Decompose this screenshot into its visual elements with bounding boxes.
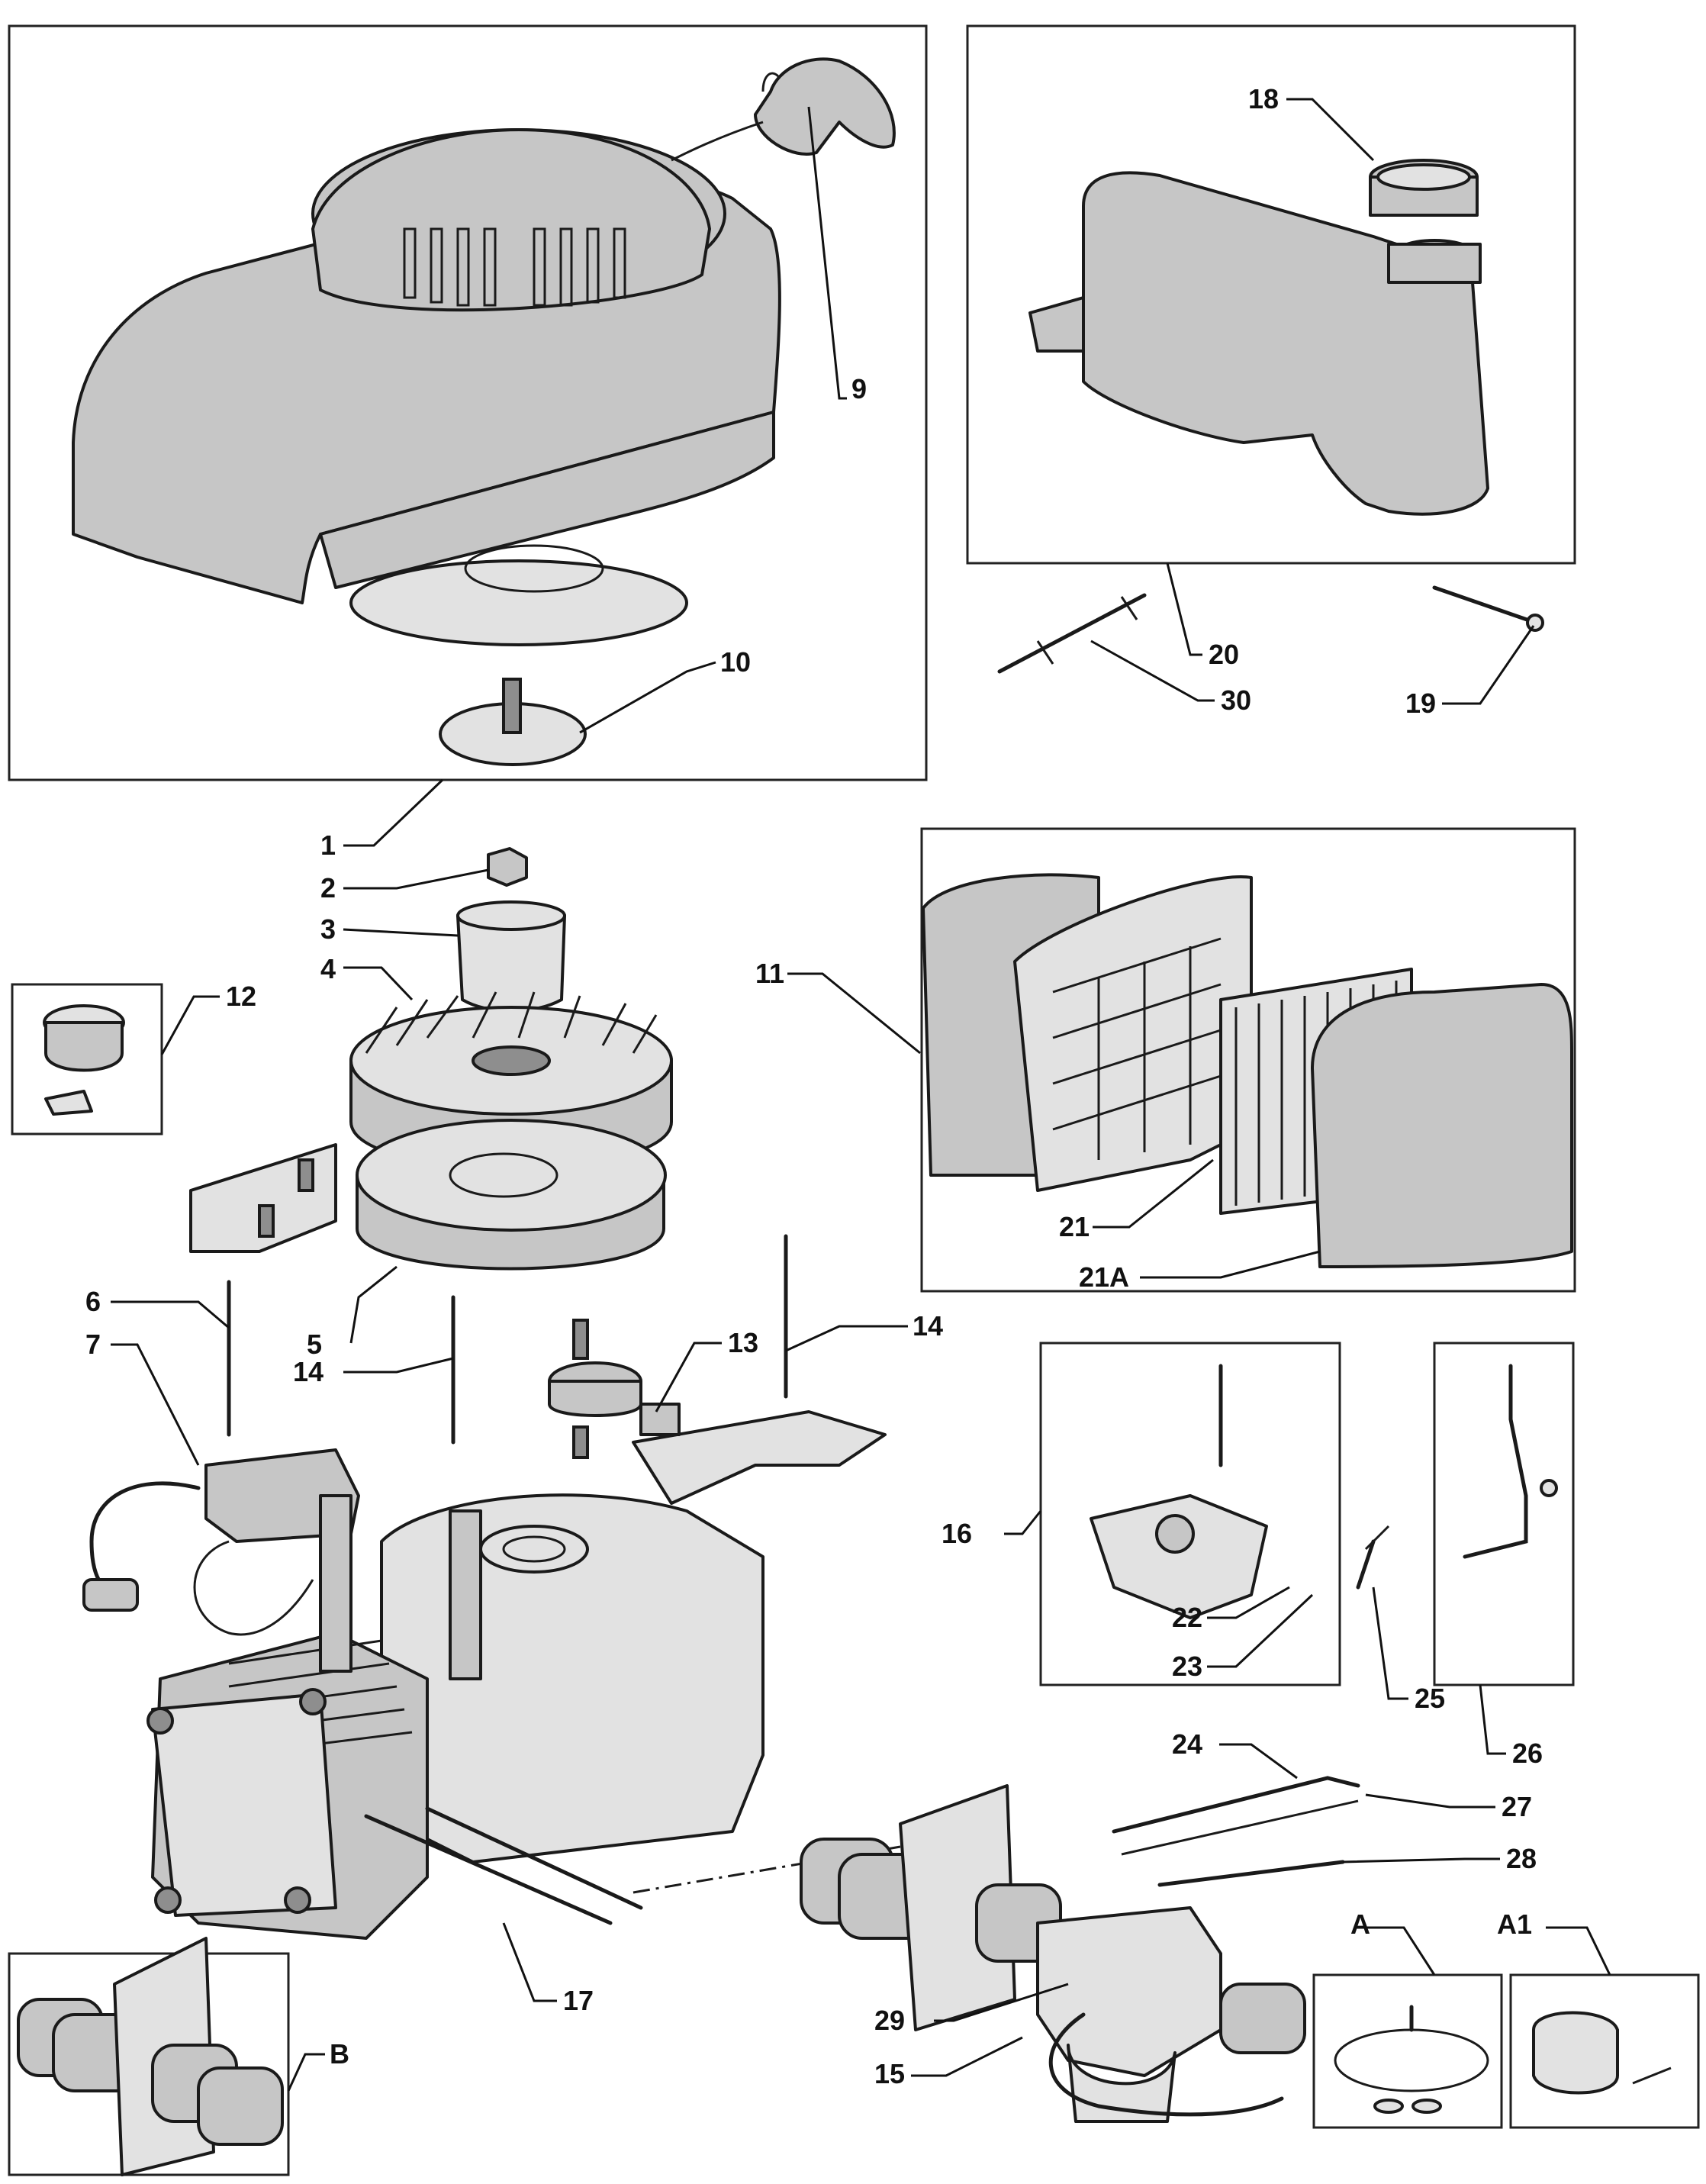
- carburetor-icon: [1036, 1906, 1306, 2123]
- label-24: 24: [1172, 1728, 1202, 1760]
- brake-assembly: [548, 1319, 887, 1505]
- label-12: 12: [226, 981, 256, 1012]
- label-29: 29: [874, 2005, 905, 2036]
- label-b: B: [330, 2038, 349, 2070]
- label-19: 19: [1405, 688, 1436, 719]
- flywheel-stack: [349, 847, 673, 1271]
- bolt-30: [997, 593, 1147, 674]
- label-30: 30: [1221, 685, 1251, 716]
- engine-block-icon: [146, 1493, 764, 1940]
- frame-fuel-tank: [966, 24, 1576, 565]
- label-27: 27: [1502, 1791, 1532, 1822]
- bolts-17: [364, 1806, 643, 1925]
- label-20: 20: [1209, 639, 1239, 670]
- throttle-control: [1090, 1364, 1268, 1619]
- label-25: 25: [1415, 1683, 1445, 1714]
- label-17: 17: [563, 1985, 594, 2016]
- label-7: 7: [85, 1329, 101, 1360]
- intake-gaskets: [800, 1784, 1062, 2031]
- label-21: 21: [1059, 1211, 1090, 1242]
- frame-recoil-starter: [8, 24, 928, 781]
- label-14b: 14: [913, 1310, 943, 1342]
- frame-part-12: [11, 983, 163, 1135]
- label-14a: 14: [293, 1356, 323, 1387]
- governor-arm: [1463, 1364, 1558, 1559]
- frame-air-filter: [920, 827, 1576, 1293]
- kit-a1: [1532, 2011, 1672, 2095]
- fuel-tank-icon: [1028, 159, 1489, 516]
- gasket-kit-b: [17, 1937, 284, 2176]
- label-2: 2: [320, 872, 336, 904]
- label-22: 22: [1172, 1602, 1202, 1633]
- label-4: 4: [320, 953, 336, 984]
- ignition-shield: [189, 1143, 337, 1253]
- label-10: 10: [720, 646, 751, 678]
- frame-kit-a: [1312, 1973, 1503, 2129]
- frame-governor-arm: [1433, 1342, 1575, 1686]
- label-5: 5: [307, 1329, 322, 1360]
- label-1: 1: [320, 829, 336, 861]
- label-11: 11: [755, 958, 784, 989]
- label-a: A: [1350, 1909, 1370, 1940]
- frame-gasket-kit-b: [8, 1952, 290, 2176]
- frame-throttle: [1039, 1342, 1341, 1686]
- leader-lines: [111, 98, 1611, 2092]
- air-filter-icon: [922, 873, 1573, 1268]
- linkage-rods: [1112, 1776, 1360, 1887]
- stud-bolts: [227, 1234, 788, 1445]
- label-3: 3: [320, 913, 336, 945]
- label-23: 23: [1172, 1651, 1202, 1682]
- label-15: 15: [874, 2058, 905, 2089]
- spring-25: [1356, 1525, 1390, 1590]
- label-26: 26: [1512, 1738, 1543, 1769]
- ignition-coil: [82, 1448, 360, 1636]
- recoil-starter-icon: [72, 57, 896, 766]
- part-labels: 1 2 3 4 5 6 7 9 10 11 12 13 14 14 15 16 …: [85, 83, 1543, 2089]
- label-21a: 21A: [1079, 1261, 1129, 1293]
- kit-a: [1334, 2005, 1489, 2114]
- label-9: 9: [851, 373, 867, 404]
- frame-kit-a1: [1509, 1973, 1700, 2129]
- label-a1: A1: [1497, 1909, 1532, 1940]
- part-12: [43, 1004, 125, 1116]
- label-6: 6: [85, 1286, 101, 1317]
- label-18: 18: [1248, 83, 1279, 114]
- label-13: 13: [728, 1327, 758, 1358]
- pin-19: [1432, 585, 1544, 632]
- label-28: 28: [1506, 1843, 1537, 1874]
- label-16: 16: [942, 1518, 972, 1549]
